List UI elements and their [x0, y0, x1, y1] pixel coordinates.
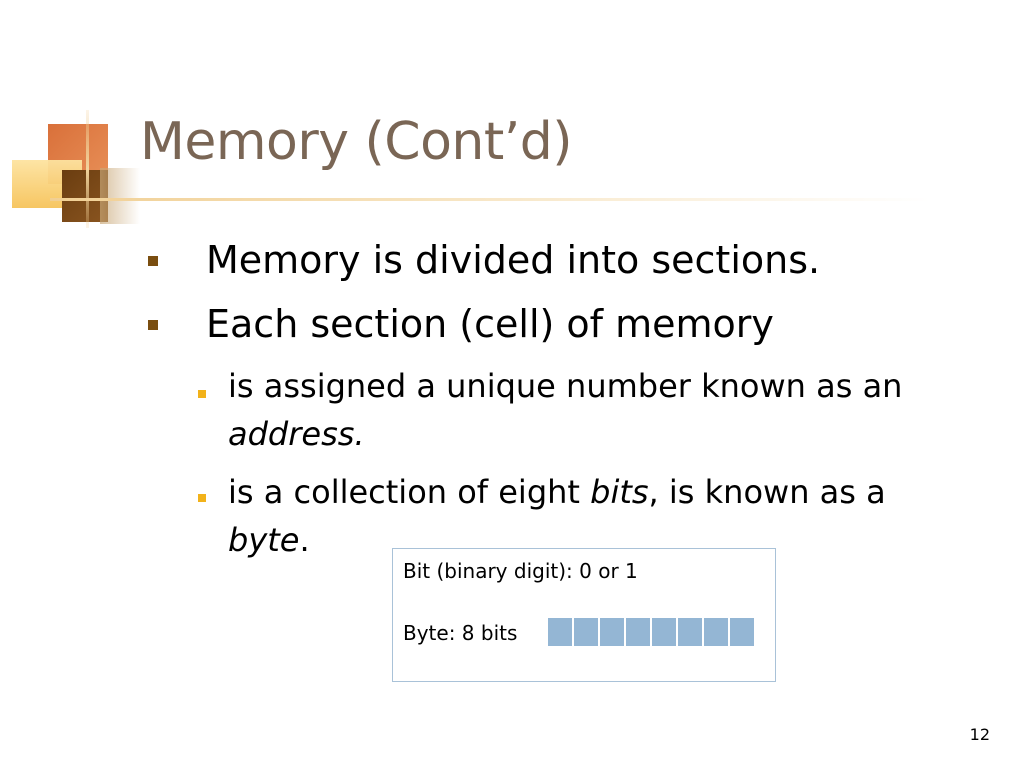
subbullet-italic: bits: [590, 473, 649, 511]
bullet-marker: [148, 320, 158, 330]
subbullet-item: is assigned a unique number known as an …: [228, 362, 988, 458]
bit-label: Bit (binary digit): 0 or 1: [403, 559, 638, 583]
bit-byte-box: Bit (binary digit): 0 or 1 Byte: 8 bits: [392, 548, 776, 682]
subbullet-italic: byte: [228, 521, 300, 559]
subbullet-text: , is known as a: [648, 473, 886, 511]
subbullet-marker: [198, 390, 206, 398]
decor-fade-square: [100, 168, 140, 224]
title-underline: [50, 198, 930, 201]
subbullet-item: is a collection of eight bits, is known …: [228, 468, 988, 564]
bullet-marker: [148, 256, 158, 266]
byte-label: Byte: 8 bits: [403, 621, 518, 645]
bullet-item: Memory is divided into sections.: [206, 238, 821, 282]
byte-cells: [547, 617, 755, 647]
subbullet-text: .: [299, 521, 310, 559]
bit-cell: [651, 617, 677, 647]
bit-cell: [703, 617, 729, 647]
bit-cell: [677, 617, 703, 647]
bit-cell: [573, 617, 599, 647]
bit-cell: [599, 617, 625, 647]
subbullet-text: is assigned a unique number known as an: [228, 367, 903, 405]
bit-cell: [625, 617, 651, 647]
subbullet-marker: [198, 494, 206, 502]
decor-vertical-line: [86, 110, 89, 228]
page-number: 12: [969, 725, 990, 744]
slide-title: Memory (Cont’d): [140, 112, 573, 172]
bit-cell: [729, 617, 755, 647]
subbullet-italic: address.: [228, 415, 365, 453]
subbullet-text: is a collection of eight: [228, 473, 591, 511]
bit-cell: [547, 617, 573, 647]
bullet-item: Each section (cell) of memory: [206, 302, 774, 346]
